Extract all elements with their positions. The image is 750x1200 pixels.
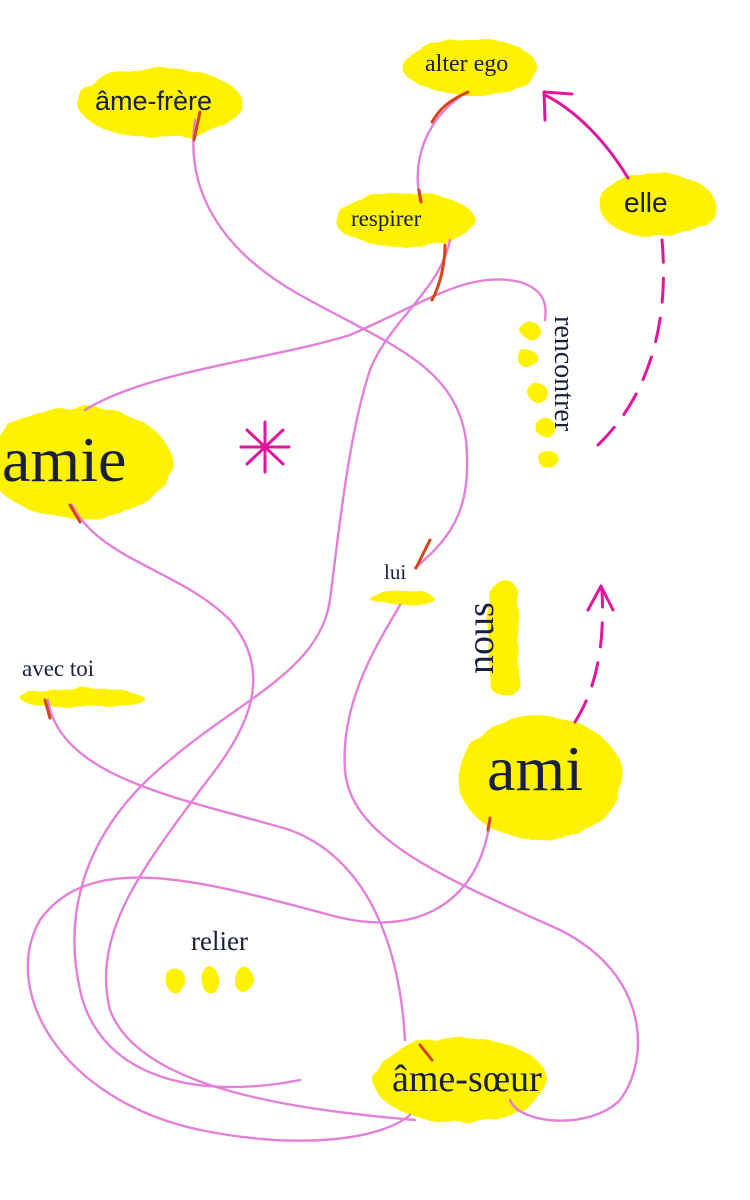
word-lui: lui xyxy=(384,560,407,584)
blob-lui xyxy=(370,591,434,605)
blob-ami xyxy=(458,716,622,840)
blob-alter-ego xyxy=(403,39,537,95)
dot-rencontrer-5 xyxy=(539,451,559,469)
tip-ame-soeur xyxy=(418,1043,434,1062)
tip-ami xyxy=(486,816,492,832)
blob-nous xyxy=(489,582,519,694)
dot-rencontrer-2 xyxy=(517,349,537,367)
tip-ame-frere xyxy=(192,110,202,142)
connector-respirer-avec-toi xyxy=(73,238,452,1089)
tip-respirer-top xyxy=(417,188,423,204)
connector-avec-toi-ame-soeur xyxy=(46,698,407,1042)
word-avec-toi: avec toi xyxy=(22,656,95,681)
arrow-elle-to-alter-ego xyxy=(543,93,630,180)
tip-respirer-bottom xyxy=(430,243,447,302)
connector-ame-frere-lui xyxy=(192,118,469,570)
connector-lui-ame-soeur xyxy=(343,603,640,1122)
tip-alter-ego xyxy=(430,90,470,124)
arrows xyxy=(542,90,665,724)
word-nous: nous xyxy=(460,602,502,674)
dot-relier-3 xyxy=(235,967,253,993)
tip-lui xyxy=(414,538,432,570)
highlight-blobs xyxy=(0,39,715,1122)
connector-ami-ame-soeur xyxy=(26,818,492,1142)
word-relier: relier xyxy=(191,926,248,956)
dot-rencontrer-1 xyxy=(521,321,539,339)
connector-amie-ame-soeur xyxy=(70,503,417,1122)
word-respirer: respirer xyxy=(351,206,422,231)
blob-respirer xyxy=(335,193,475,247)
word-amie: amie xyxy=(2,424,127,495)
word-ame-soeur: âme-sœur xyxy=(392,1058,542,1100)
word-ame-frere: âme-frère xyxy=(95,86,213,116)
asterisk-icon xyxy=(239,420,291,474)
word-ami: ami xyxy=(487,733,583,804)
dot-rencontrer-3 xyxy=(528,384,548,402)
arrowhead-elle-to-alter-ego xyxy=(542,90,574,122)
connector-amie-rencontrer xyxy=(83,278,547,412)
blob-ame-frere xyxy=(78,68,242,138)
node-tips xyxy=(43,90,492,1062)
arrow-rencontrer-to-elle xyxy=(596,238,665,447)
arrow-ami-to-nous xyxy=(573,588,604,724)
tip-avec-toi xyxy=(43,698,52,720)
dot-relier-1 xyxy=(166,967,184,993)
connector-alter-ego-respirer xyxy=(416,91,467,202)
arrowhead-ami-to-nous xyxy=(586,584,615,612)
word-elle: elle xyxy=(624,187,668,218)
word-rencontrer: rencontrer xyxy=(548,316,579,432)
blob-amie xyxy=(0,407,172,519)
dot-rencontrer-4 xyxy=(535,418,555,436)
blob-avec-toi xyxy=(20,688,144,708)
blob-elle xyxy=(599,173,715,237)
tip-amie xyxy=(68,503,82,524)
word-alter-ego: alter ego xyxy=(425,51,509,77)
dot-relier-2 xyxy=(201,967,219,993)
connector-lines xyxy=(26,91,640,1142)
blob-ame-soeur xyxy=(373,1038,547,1122)
